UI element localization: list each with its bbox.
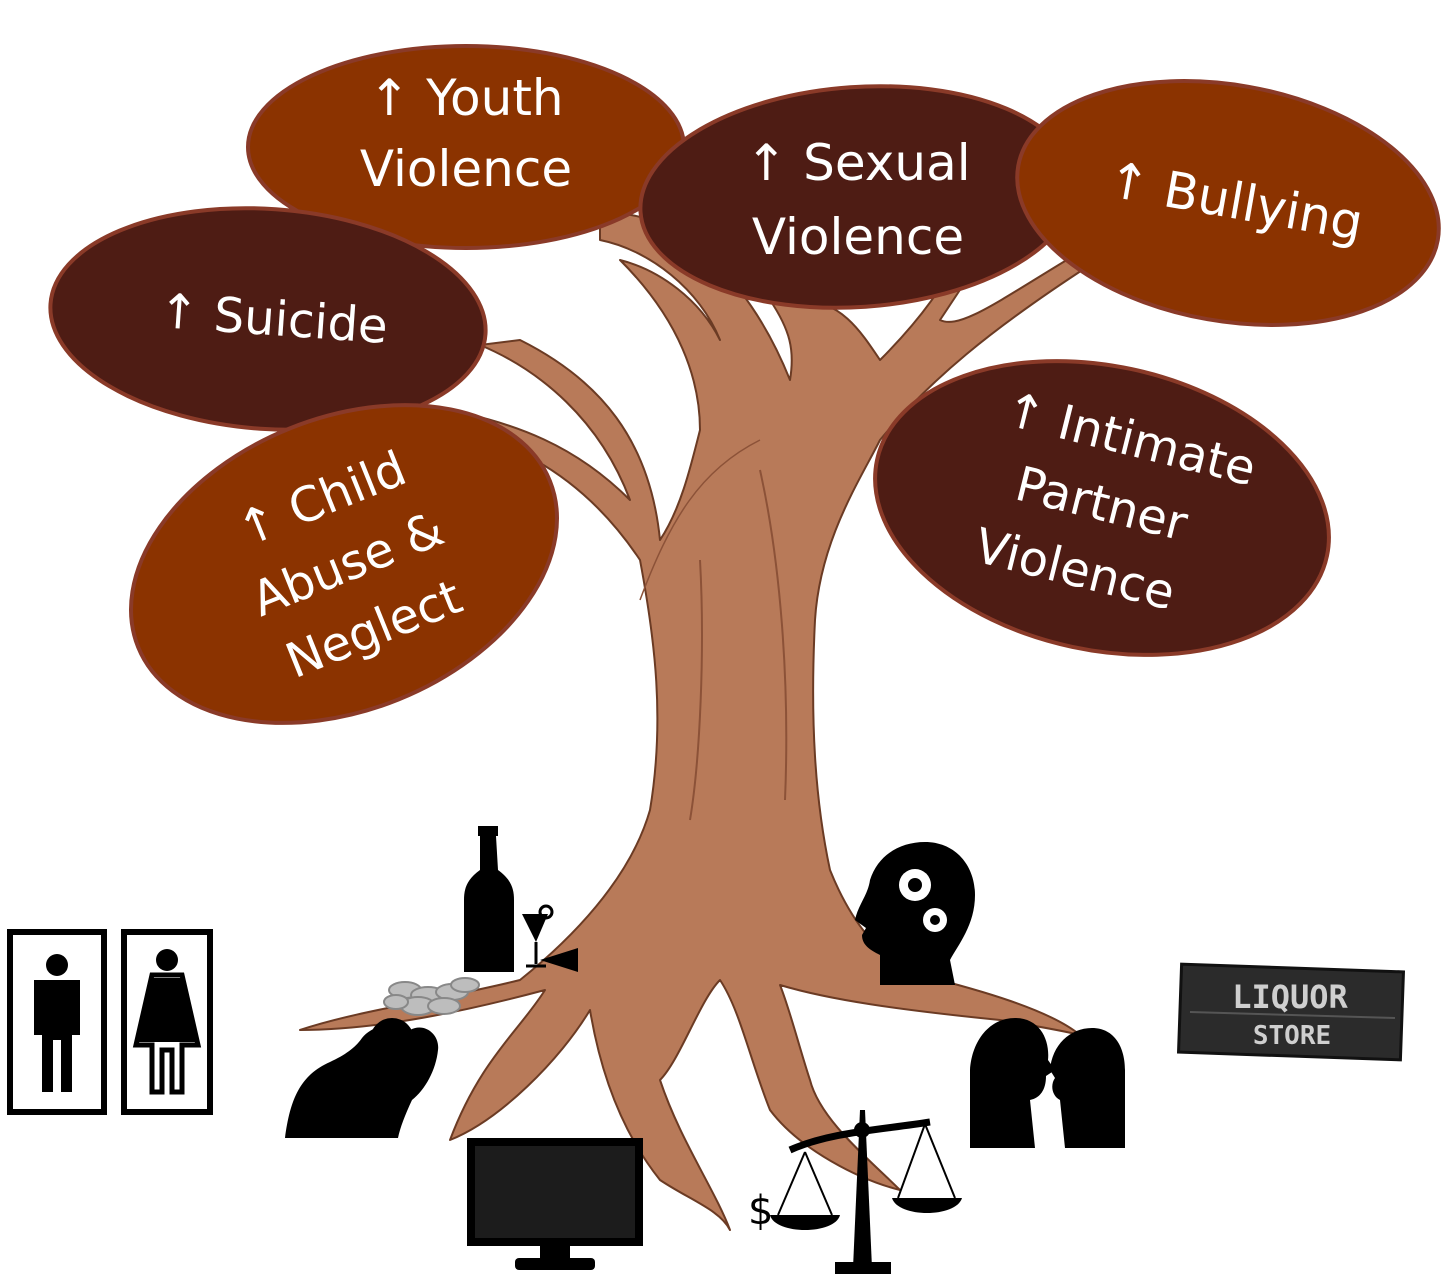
- leaf-suicide: ↑ Suicide: [48, 206, 488, 432]
- leaf-label: Violence: [752, 208, 964, 266]
- svg-text:$: $: [748, 1188, 773, 1234]
- leaf-bubble: [48, 206, 488, 432]
- leaf-bubble: [1015, 79, 1441, 327]
- arguing-couple-icon: [970, 1018, 1125, 1148]
- computer-monitor-icon: [467, 1138, 643, 1270]
- leaf-label: ↑ Sexual: [745, 134, 970, 192]
- leaf-bubble: [873, 359, 1331, 657]
- leaf-intimate-partner-violence: ↑ Intimate Partner Violence: [873, 359, 1331, 657]
- leaf-child-abuse-neglect: ↑ Child Abuse & Neglect: [129, 403, 559, 725]
- bark-line: [759, 469, 788, 801]
- leaf-bullying: ↑ Bullying: [1015, 79, 1441, 327]
- leaf-sexual-violence: ↑ Sexual Violence: [638, 84, 1078, 310]
- restroom-signs-icon: [7, 929, 213, 1115]
- svg-text:LIQUOR: LIQUOR: [1232, 978, 1348, 1016]
- alcohol-bottle-glass-icon: [464, 826, 578, 972]
- svg-text:STORE: STORE: [1253, 1021, 1331, 1051]
- bark-line: [689, 559, 703, 821]
- pills-icon: [383, 977, 480, 1016]
- leaf-bubble: [129, 403, 559, 725]
- bark-line: [639, 439, 761, 601]
- leaf-youth-violence: ↑ Youth Violence: [246, 44, 686, 250]
- distressed-person-icon: [285, 1018, 439, 1138]
- liquor-store-sign-icon: LIQUOR STORE: [1176, 962, 1406, 1062]
- head-gears-icon: [855, 842, 975, 985]
- leaf-label: Violence: [360, 140, 572, 198]
- leaf-label: ↑ Youth: [368, 69, 563, 127]
- money-scales-icon: $: [748, 1110, 962, 1274]
